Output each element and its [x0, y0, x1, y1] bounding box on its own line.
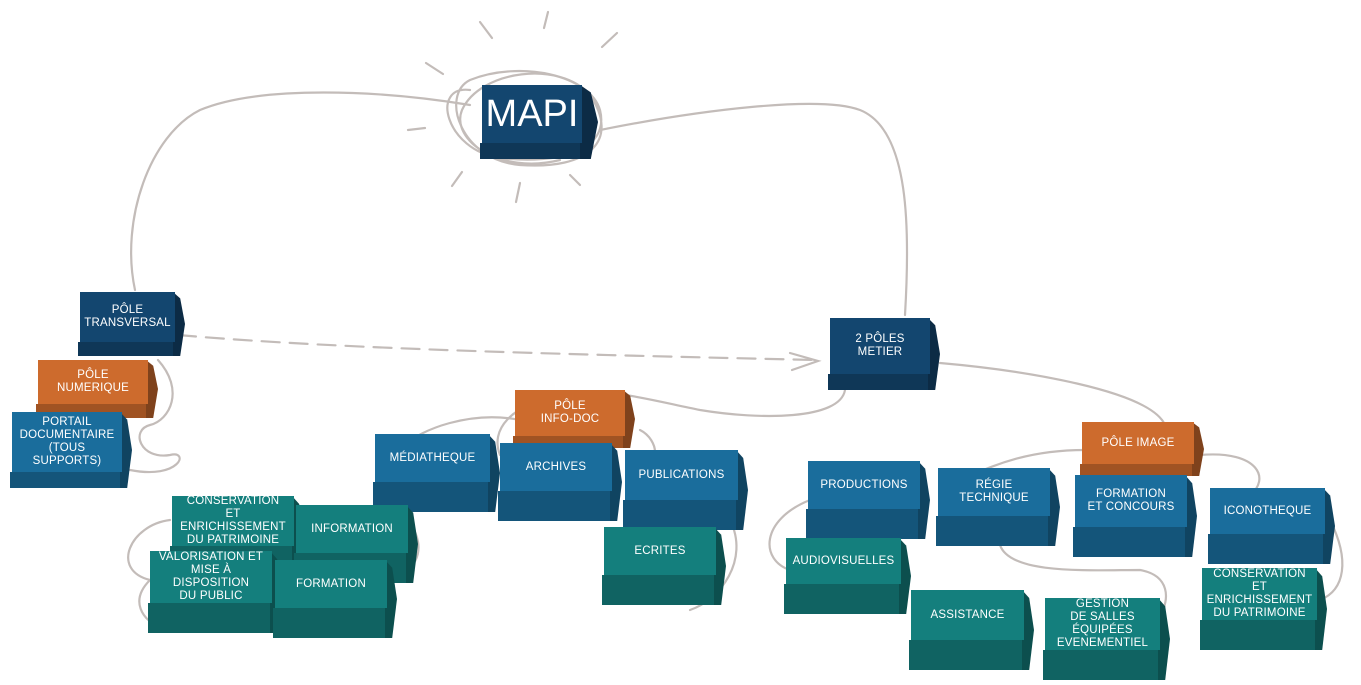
box-label: ICONOTHEQUE [1210, 488, 1325, 534]
box-label: GESTION DE SALLES ÉQUIPÉES EVENEMENTIEL [1045, 598, 1160, 650]
box-label: PÔLE INFO-DOC [515, 390, 625, 436]
box-label: RÉGIE TECHNIQUE [938, 468, 1050, 516]
box-side-face [928, 318, 940, 390]
box-label: FORMATION ET CONCOURS [1075, 475, 1187, 527]
box-label: PÔLE TRANSVERSAL [80, 292, 175, 342]
box-label: MÉDIATHEQUE [375, 434, 490, 482]
root-scribble [446, 69, 603, 167]
box-label: MAPI [482, 85, 582, 143]
box-label: PRODUCTIONS [808, 461, 920, 509]
ray-3 [600, 31, 619, 49]
box-side-face [1158, 598, 1170, 680]
box-label: AUDIOVISUELLES [786, 538, 901, 584]
arrow-head [788, 351, 822, 372]
box-bottom-face [1073, 527, 1185, 557]
box-bottom-face [78, 342, 173, 356]
box-bottom-face [623, 500, 736, 530]
link-root-transversal [130, 91, 472, 292]
box-bottom-face [909, 640, 1022, 670]
box-side-face [1192, 422, 1204, 476]
box-bottom-face [1200, 620, 1315, 650]
box-label: FORMATION [275, 560, 387, 608]
box-label: PUBLICATIONS [625, 450, 738, 500]
link-iconotheque-conservation [1318, 518, 1344, 602]
box-label: VALORISATION ET MISE À DISPOSITION DU PU… [150, 551, 272, 603]
link-productions-audio [768, 498, 812, 572]
box-bottom-face [273, 608, 385, 638]
box-label: PORTAIL DOCUMENTAIRE (TOUS SUPPORTS) [12, 412, 122, 472]
box-bottom-face [1043, 650, 1158, 680]
box-bottom-face [784, 584, 899, 614]
box-bottom-face [10, 472, 120, 488]
ray-1 [478, 20, 494, 40]
ray-5 [406, 126, 427, 132]
link-left-group-loop [127, 518, 172, 632]
box-label: CONSERVATION ET ENRICHISSEMENT DU PATRIM… [172, 495, 294, 546]
box-bottom-face [602, 575, 714, 605]
box-label: ARCHIVES [500, 443, 612, 491]
ray-6 [450, 170, 464, 188]
box-label: 2 PÔLES METIER [830, 318, 930, 374]
box-side-face [1185, 475, 1197, 557]
link-metier-image [938, 361, 1167, 427]
ray-8 [568, 173, 582, 187]
box-bottom-face [936, 516, 1048, 546]
box-label: PÔLE NUMERIQUE [38, 360, 148, 404]
box-side-face [1315, 568, 1327, 650]
box-bottom-face [480, 143, 580, 159]
ray-2 [542, 10, 550, 30]
box-label: PÔLE IMAGE [1082, 422, 1194, 464]
link-transversal-metier-dashed [176, 333, 817, 362]
box-bottom-face [148, 603, 270, 633]
box-bottom-face [806, 509, 918, 539]
link-root-metier [598, 102, 909, 317]
ray-7 [514, 181, 522, 204]
box-label: CONSERVATION ET ENRICHISSEMENT DU PATRIM… [1202, 568, 1317, 620]
link-left-stack [128, 358, 181, 474]
box-bottom-face [828, 374, 928, 390]
box-bottom-face [1208, 534, 1323, 564]
box-label: ECRITES [604, 527, 716, 575]
box-label: INFORMATION [296, 505, 408, 553]
link-regie-assistance [998, 543, 1168, 617]
box-bottom-face [498, 491, 610, 521]
link-publications-ecrites [688, 518, 738, 612]
box-label: ASSISTANCE [911, 590, 1024, 640]
box-side-face [580, 85, 598, 159]
box-bottom-face [1080, 464, 1192, 476]
ray-4 [424, 61, 445, 76]
link-metier-infodoc [496, 388, 847, 457]
